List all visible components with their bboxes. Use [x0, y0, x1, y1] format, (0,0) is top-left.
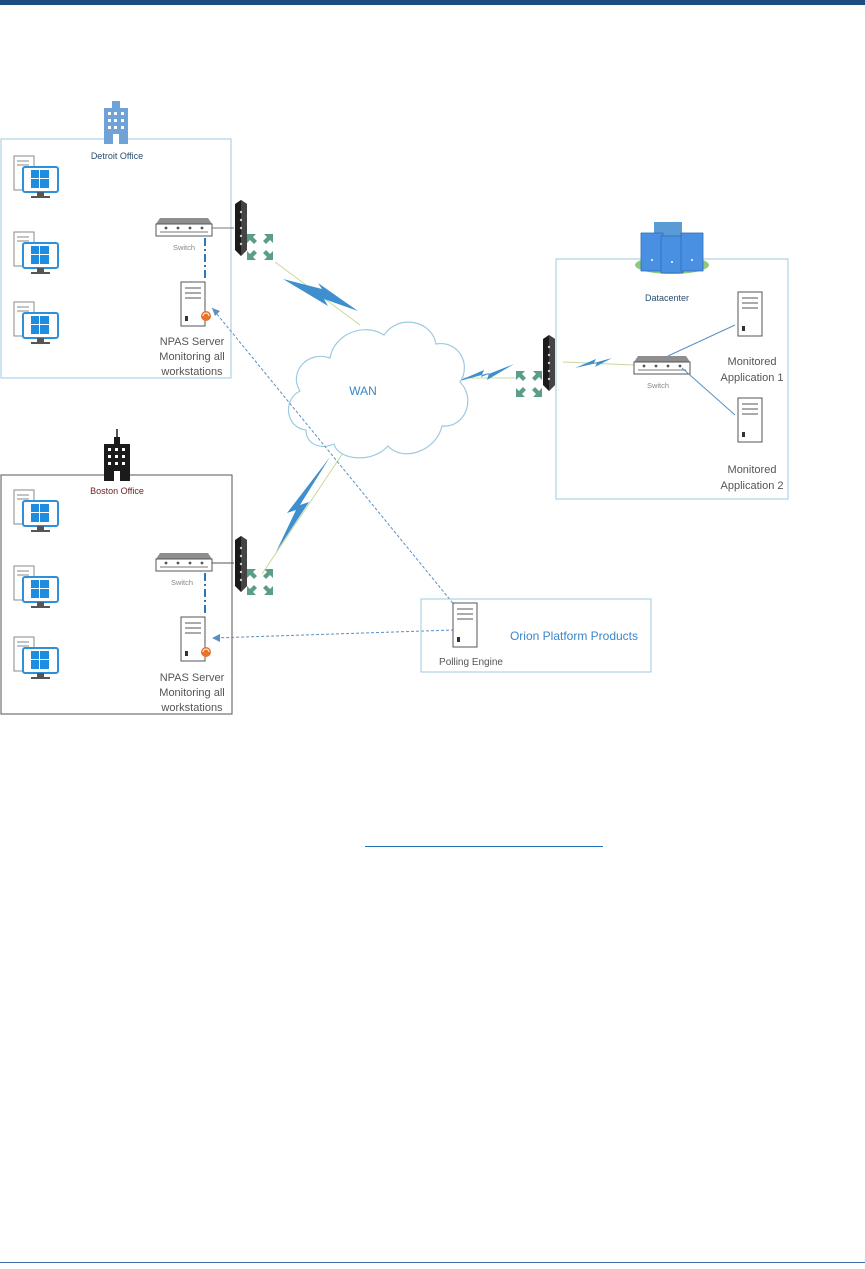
workstation-windows-icon — [13, 301, 59, 345]
page-header-bar — [0, 0, 865, 5]
switch-app2-link — [681, 367, 736, 416]
datacenter-switch-lightning-icon — [575, 358, 612, 368]
switch-app1-link — [667, 324, 736, 357]
detroit-router-icon — [247, 234, 273, 260]
detroit-npas-server-icon — [180, 281, 206, 327]
datacenter-switch-icon — [633, 355, 691, 375]
datacenter-servers-icon — [635, 222, 709, 274]
datacenter-firewall-icon — [543, 335, 555, 391]
detroit-server-label-1: NPAS Server — [160, 336, 225, 348]
datacenter-wan-lightning-icon — [456, 364, 514, 382]
workstation-windows-icon — [13, 489, 59, 533]
polling-engine-label: Polling Engine — [439, 657, 503, 668]
boston-firewall-icon — [235, 536, 247, 592]
boston-switch-label: Switch — [171, 578, 193, 587]
workstation-windows-icon — [13, 636, 59, 680]
boston-lightning-icon — [276, 457, 330, 552]
app1-server-icon — [737, 291, 763, 337]
detroit-firewall-icon — [235, 200, 247, 256]
workstation-windows-icon — [13, 155, 59, 199]
detroit-building-icon — [104, 101, 128, 144]
workstation-windows-icon — [13, 231, 59, 275]
boston-office: Boston Office Switch NPAS Server Monitor… — [0, 429, 233, 715]
orion-title: Orion Platform Products — [510, 629, 638, 643]
wan-label: WAN — [349, 384, 377, 398]
boston-switch-icon — [155, 552, 213, 572]
boston-server-label-3: workstations — [160, 702, 223, 714]
datacenter-router-icon — [516, 371, 542, 397]
detroit-office: Detroit Office Switch NPAS Server Monito… — [0, 101, 232, 379]
polling-to-boston-link — [213, 629, 455, 639]
datacenter: Datacenter Switch Monitored Application … — [555, 222, 789, 500]
detroit-server-label-3: workstations — [160, 366, 223, 378]
boston-router-icon — [247, 569, 273, 595]
orion-platform: Polling Engine Orion Platform Products — [420, 598, 652, 673]
page-footer-rule — [0, 1262, 865, 1263]
app1-label-2: Application 1 — [721, 372, 784, 384]
workstation-windows-icon — [13, 565, 59, 609]
reference-link[interactable] — [365, 834, 603, 847]
detroit-switch-label: Switch — [173, 243, 195, 252]
boston-office-title: Boston Office — [90, 486, 144, 496]
detroit-office-title: Detroit Office — [91, 151, 143, 161]
wan-cloud-icon: WAN — [287, 321, 469, 459]
polling-to-detroit-link — [211, 307, 457, 608]
detroit-server-label-2: Monitoring all — [159, 351, 224, 363]
orion-box — [420, 598, 652, 673]
boston-server-label-2: Monitoring all — [159, 687, 224, 699]
app1-label-1: Monitored — [728, 356, 777, 368]
boston-server-label-1: NPAS Server — [160, 672, 225, 684]
polling-engine-server-icon — [452, 602, 478, 648]
datacenter-switch-label: Switch — [647, 381, 669, 390]
app2-server-icon — [737, 397, 763, 443]
boston-building-icon — [104, 429, 130, 481]
app2-label-2: Application 2 — [721, 480, 784, 492]
boston-npas-server-icon — [180, 616, 206, 662]
datacenter-title: Datacenter — [645, 293, 689, 303]
detroit-switch-icon — [155, 217, 213, 237]
detroit-lightning-icon — [283, 279, 358, 311]
boston-wan-link — [261, 449, 346, 575]
app2-label-1: Monitored — [728, 464, 777, 476]
